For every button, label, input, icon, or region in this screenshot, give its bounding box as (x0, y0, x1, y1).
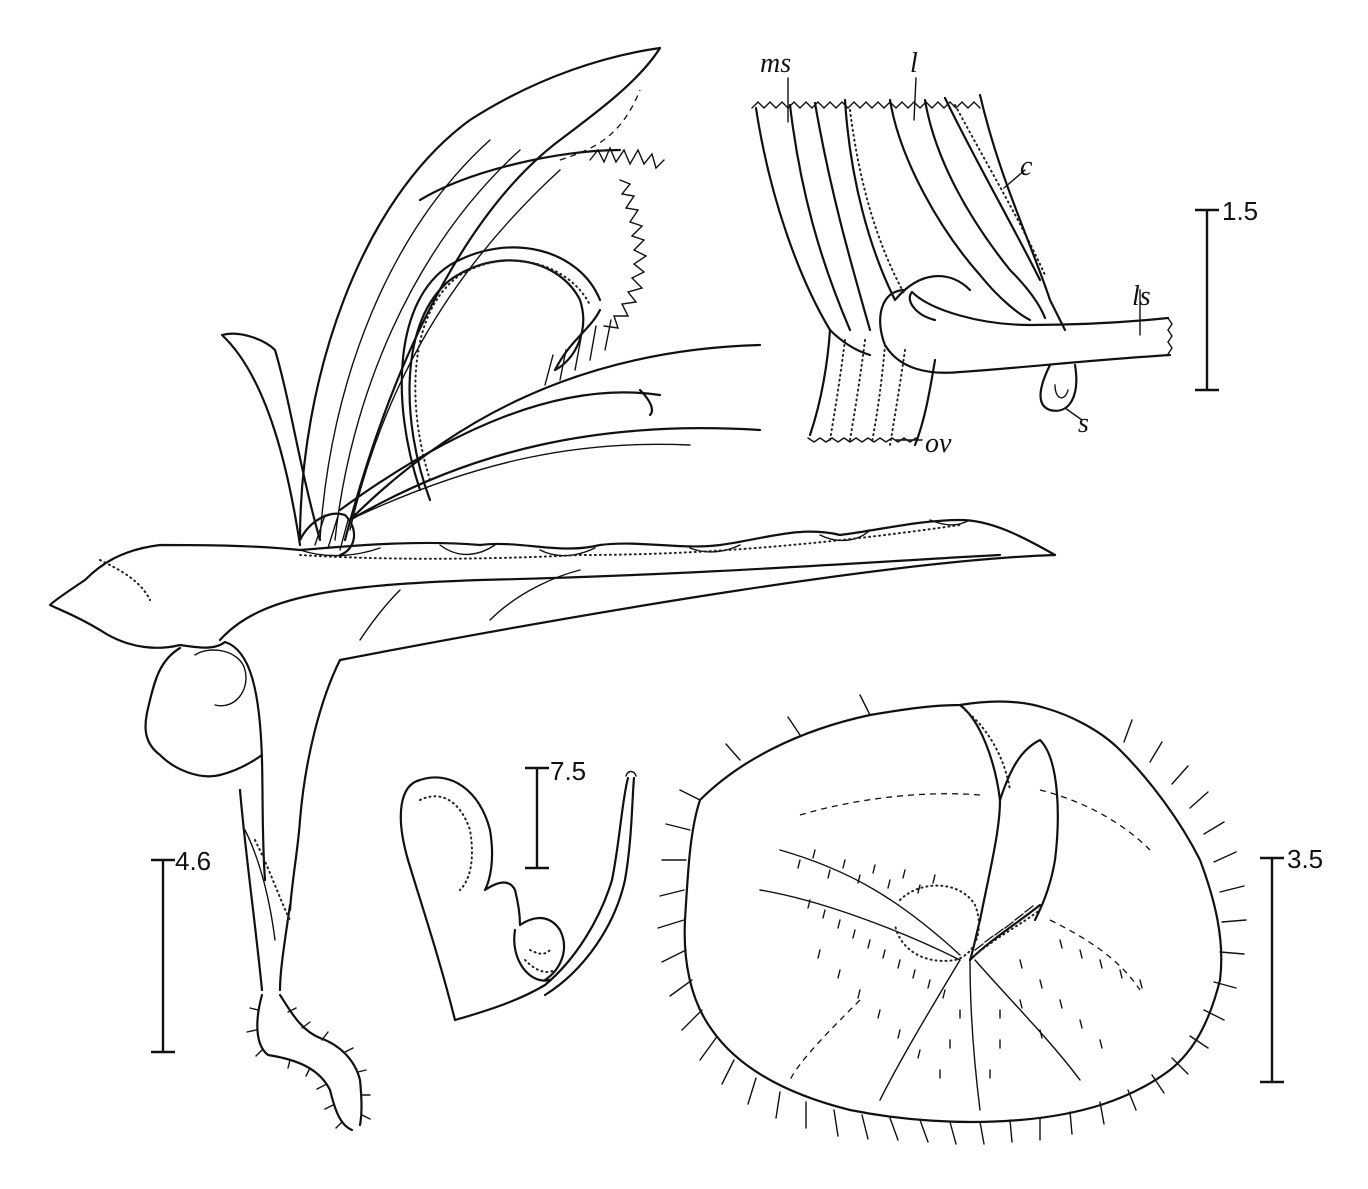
column-detail-drawing (751, 77, 1173, 447)
label-c: c (1020, 151, 1033, 182)
scale-bar-bottom-right (1260, 856, 1284, 1084)
label-l: l (910, 48, 918, 79)
label-ms: ms (760, 48, 791, 79)
whole-flower-drawing (48, 46, 1057, 1132)
scale-bar-middle (525, 766, 549, 870)
label-s: s (1078, 408, 1089, 439)
lip-detail-drawing (657, 694, 1247, 1145)
scale-label-top-right: 1.5 (1222, 196, 1258, 226)
scale-label-bottom-left: 4.6 (175, 846, 211, 876)
anther-detail-drawing (399, 770, 637, 1022)
scale-bar-top-right (1195, 208, 1219, 392)
label-ov: ov (925, 428, 952, 459)
label-ls: ls (1132, 281, 1151, 312)
scale-label-bottom-right: 3.5 (1287, 844, 1323, 874)
scale-bar-bottom-left (151, 858, 175, 1054)
scale-label-middle: 7.5 (550, 756, 586, 786)
